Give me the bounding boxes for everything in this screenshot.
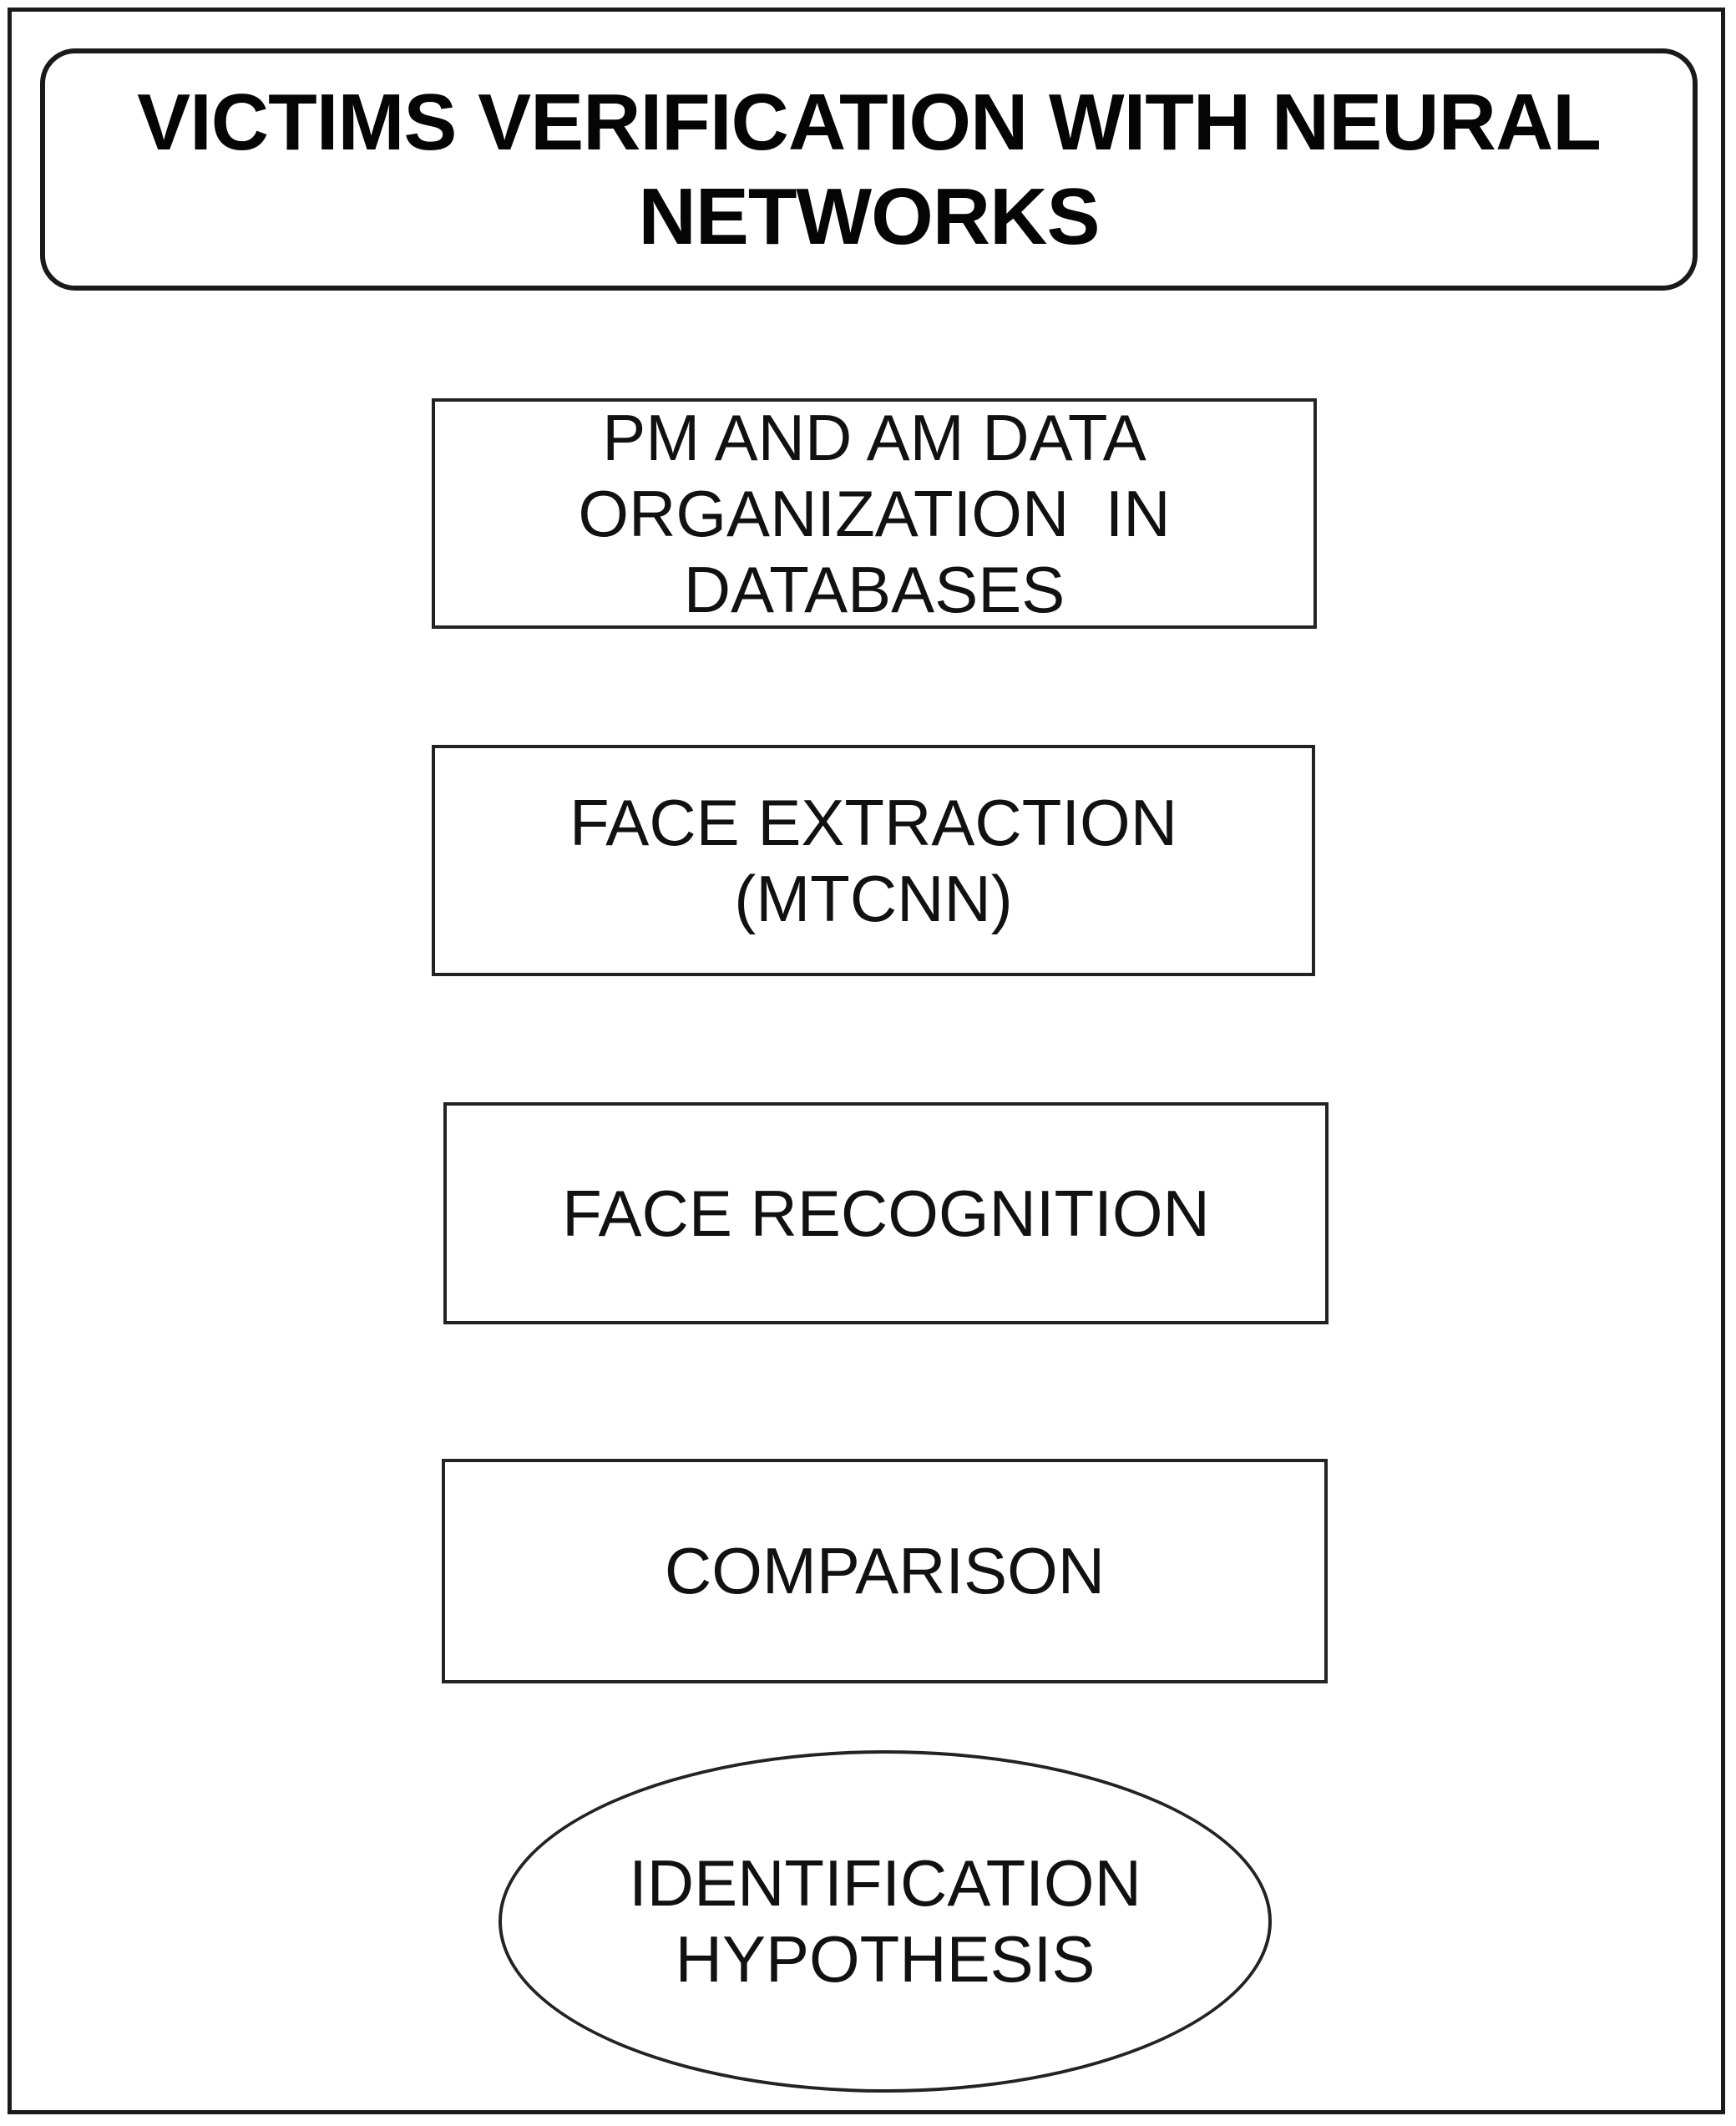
node-comparison: COMPARISON (442, 1459, 1328, 1683)
node-pm-am-data-organization: PM AND AM DATA ORGANIZATION IN DATABASES (432, 398, 1317, 629)
outer-border-frame (8, 8, 1725, 2114)
node-face-extraction: FACE EXTRACTION (MTCNN) (432, 745, 1315, 976)
node-label-identification-hypothesis: IDENTIFICATION HYPOTHESIS (629, 1846, 1141, 1996)
diagram-title: VICTIMS VERIFICATION WITH NEURAL NETWORK… (137, 78, 1602, 261)
node-identification-hypothesis: IDENTIFICATION HYPOTHESIS (499, 1750, 1272, 2093)
node-label-face-extraction: FACE EXTRACTION (MTCNN) (569, 785, 1178, 935)
node-label-face-recognition: FACE RECOGNITION (562, 1176, 1210, 1250)
node-label-comparison: COMPARISON (664, 1534, 1106, 1607)
diagram-title-box: VICTIMS VERIFICATION WITH NEURAL NETWORK… (40, 48, 1698, 291)
node-label-pm-am-data-organization: PM AND AM DATA ORGANIZATION IN DATABASES (578, 400, 1171, 626)
node-face-recognition: FACE RECOGNITION (443, 1102, 1329, 1324)
